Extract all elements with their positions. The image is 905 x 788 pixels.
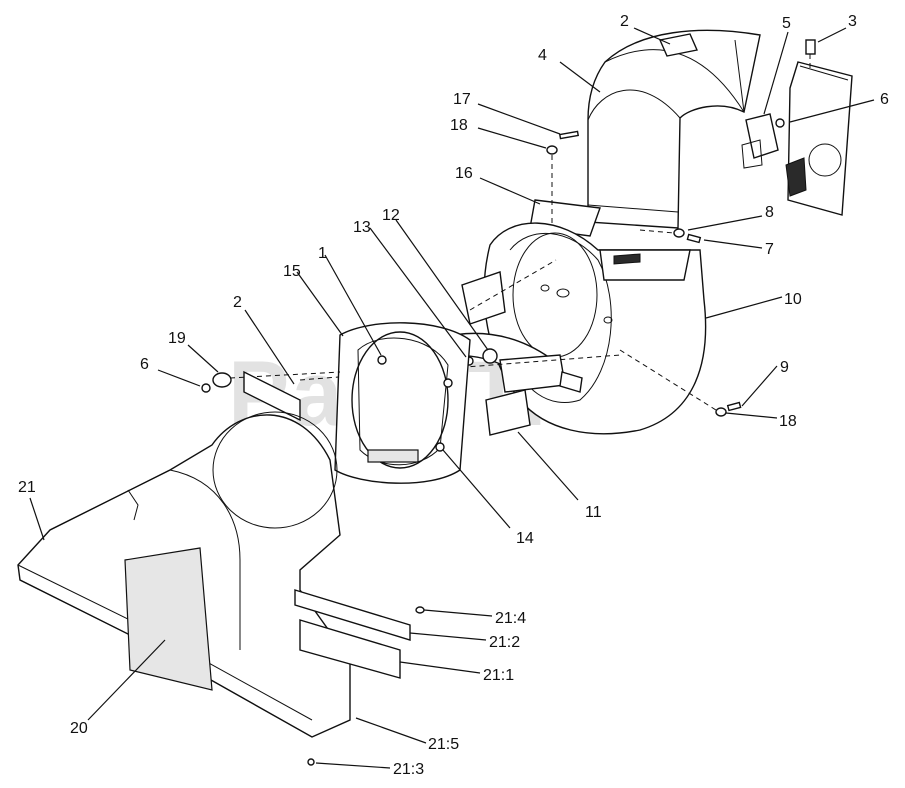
callout-3: 3	[848, 13, 857, 30]
callout-21-1: 21:1	[483, 667, 514, 684]
callout-labels: 2 3 4 5 6 17 18 16 8 7 12 13 1 15 10 2 1…	[18, 13, 889, 778]
bracket-plate-assembly	[741, 39, 853, 216]
lower-gasket	[243, 370, 301, 422]
callout-10: 10	[784, 291, 802, 308]
upper-discharge-chute	[587, 29, 761, 229]
callout-1: 1	[318, 245, 327, 262]
callout-4: 4	[538, 47, 547, 64]
callout-2-lower: 2	[233, 294, 242, 311]
callout-21-3: 21:3	[393, 761, 424, 778]
callout-20: 20	[70, 720, 88, 737]
callout-6-upper: 6	[880, 91, 889, 108]
callout-9: 9	[780, 359, 789, 376]
callout-7: 7	[765, 241, 774, 258]
callout-8: 8	[765, 204, 774, 221]
upper-bolt-17-18	[546, 130, 580, 240]
callout-18-upper: 18	[450, 117, 468, 134]
callout-6-lower: 6	[140, 356, 149, 373]
bolt-9-18	[619, 349, 742, 417]
callout-2-upper: 2	[620, 13, 629, 30]
callout-12: 12	[382, 207, 400, 224]
callout-17: 17	[453, 91, 471, 108]
callout-18-lower: 18	[779, 413, 797, 430]
callout-15: 15	[283, 263, 301, 280]
callout-21-5: 21:5	[428, 736, 459, 753]
lower-discharge-chute	[17, 411, 425, 766]
callout-21-2: 21:2	[489, 634, 520, 651]
callout-16: 16	[455, 165, 473, 182]
intake-plate	[334, 322, 471, 484]
callout-11: 11	[585, 504, 602, 521]
callout-21-4: 21:4	[495, 610, 526, 627]
callout-19: 19	[168, 330, 186, 347]
leader-lines	[29, 27, 875, 769]
callout-13: 13	[353, 219, 371, 236]
callout-5: 5	[782, 15, 791, 32]
callout-21: 21	[18, 479, 36, 496]
bolt-7-8	[639, 228, 702, 244]
callout-14: 14	[516, 530, 534, 547]
